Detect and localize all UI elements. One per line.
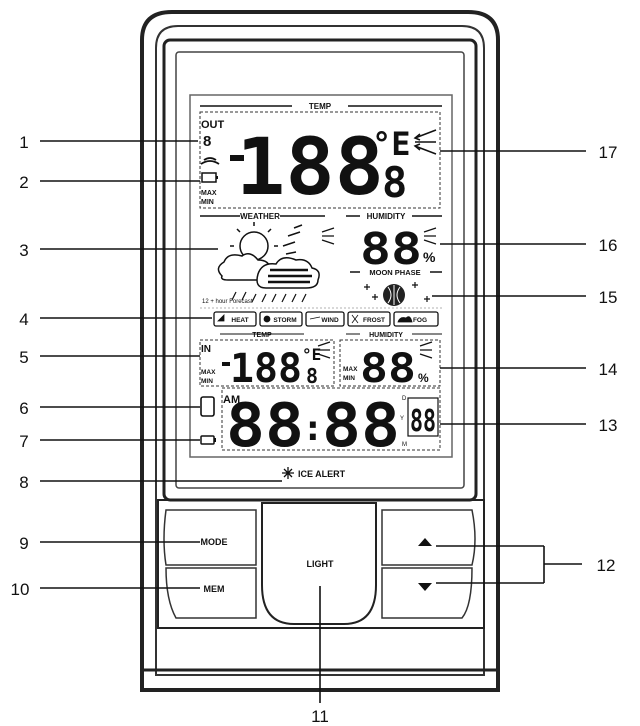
trend-arrow-icon xyxy=(413,129,437,155)
up-button[interactable] xyxy=(381,509,476,566)
weather-header: WEATHER xyxy=(240,212,280,221)
alert-heat-label: HEAT xyxy=(231,317,248,324)
humidity-header: HUMIDITY xyxy=(367,212,406,221)
callout-15: 15 xyxy=(599,288,618,307)
out-humidity-digits: 88 xyxy=(360,224,422,275)
callout-7: 7 xyxy=(19,432,28,451)
side-letter-m: M xyxy=(402,442,407,448)
in-min-label: MIN xyxy=(201,378,213,385)
out-max-label: MAX xyxy=(201,190,217,197)
callout-5: 5 xyxy=(19,348,28,367)
indoor-humidity-header: HUMIDITY xyxy=(369,332,403,339)
alert-frost-label: FROST xyxy=(363,317,385,324)
in-temp-unit: °E xyxy=(302,345,321,364)
sync-icon xyxy=(200,396,215,417)
indoor-temp-header: TEMP xyxy=(252,332,272,339)
callout-10: 10 xyxy=(11,580,30,599)
humidity-trend-icon xyxy=(423,227,437,245)
down-button[interactable] xyxy=(381,567,473,619)
time-hours: 88 xyxy=(226,391,304,461)
side-letter-d: D xyxy=(402,396,407,402)
alert-fog xyxy=(393,311,439,327)
callout-2: 2 xyxy=(19,173,28,192)
sensor-channel-digit: 8 xyxy=(203,133,211,150)
in-temp-digits: 188 xyxy=(230,346,302,392)
in-humidity-percent: % xyxy=(418,371,429,385)
in-hum-min-label: MIN xyxy=(343,375,355,382)
in-label: IN xyxy=(201,344,211,355)
out-min-label: MIN xyxy=(201,199,214,206)
out-temp-digits: 188 xyxy=(236,123,384,213)
callout-16: 16 xyxy=(599,236,618,255)
out-humidity-percent: % xyxy=(423,249,436,265)
in-minus-sign xyxy=(222,362,230,366)
in-temp-decimal: 8 xyxy=(306,364,318,388)
alert-frost xyxy=(347,311,391,327)
mode-label: MODE xyxy=(201,537,228,547)
side-letter-y: Y xyxy=(400,416,404,422)
alert-storm xyxy=(259,311,303,327)
outdoor-battery-icon xyxy=(201,172,217,183)
date-box xyxy=(407,397,439,437)
alert-row: HEAT STORM WIND FROST FOG xyxy=(213,311,439,327)
housing-inner xyxy=(155,25,485,676)
minus-sign xyxy=(230,155,244,161)
callout-8: 8 xyxy=(19,473,28,492)
signal-icon xyxy=(200,157,220,165)
time-minutes: 88 xyxy=(322,391,400,461)
alert-fog-label: FOG xyxy=(413,317,427,324)
out-label: OUT xyxy=(201,119,225,131)
in-hum-max-label: MAX xyxy=(343,366,358,373)
moon-phase-icon xyxy=(383,284,405,306)
callout-1: 1 xyxy=(19,133,28,152)
out-temp-unit: °E xyxy=(372,125,411,163)
in-trend-icon xyxy=(317,341,331,359)
button-panel xyxy=(157,499,485,629)
time-colon: : xyxy=(302,408,324,449)
alert-heat xyxy=(213,311,257,327)
light-button[interactable] xyxy=(261,502,377,625)
out-temp-decimal: 8 xyxy=(382,158,407,207)
callout-4: 4 xyxy=(19,310,28,329)
callout-9: 9 xyxy=(19,534,28,553)
alert-wind-label: WIND xyxy=(321,317,339,324)
in-max-label: MAX xyxy=(201,369,216,376)
am-label: AM xyxy=(223,394,240,406)
mode-button[interactable] xyxy=(163,509,257,566)
outdoor-temp-frame xyxy=(199,111,441,209)
callout-12: 12 xyxy=(597,556,616,575)
ice-alert-label: ICE ALERT xyxy=(298,469,346,479)
housing-outer xyxy=(140,10,500,692)
star-icons xyxy=(364,282,430,302)
callout-6: 6 xyxy=(19,399,28,418)
in-humidity-trend-icon xyxy=(419,341,433,359)
callout-13: 13 xyxy=(599,416,618,435)
callout-17: 17 xyxy=(599,143,618,162)
light-label: LIGHT xyxy=(307,559,334,569)
down-arrow-icon xyxy=(418,583,432,591)
alert-storm-label: STORM xyxy=(273,317,296,324)
alert-wind xyxy=(305,311,345,327)
date-digits: 88 xyxy=(410,404,436,439)
moon-phase-header: MOON PHASE xyxy=(369,268,420,277)
lcd-window xyxy=(189,94,453,458)
display-bezel-inner xyxy=(175,51,465,489)
indoor-battery-icon xyxy=(200,435,215,445)
callout-14: 14 xyxy=(599,360,618,379)
indoor-humidity-frame xyxy=(339,339,441,387)
callout-3: 3 xyxy=(19,241,28,260)
in-humidity-digits: 88 xyxy=(360,346,416,392)
forecast-note: 12 + hour Forecast xyxy=(202,299,253,305)
weather-forecast-icon xyxy=(217,222,335,303)
mem-button[interactable] xyxy=(165,567,257,619)
callout-11: 11 xyxy=(311,707,329,726)
up-arrow-icon xyxy=(418,538,432,546)
indoor-temp-frame xyxy=(199,339,335,387)
temp-header: TEMP xyxy=(309,102,332,111)
snowflake-icon xyxy=(282,467,294,479)
mem-label: MEM xyxy=(204,584,225,594)
